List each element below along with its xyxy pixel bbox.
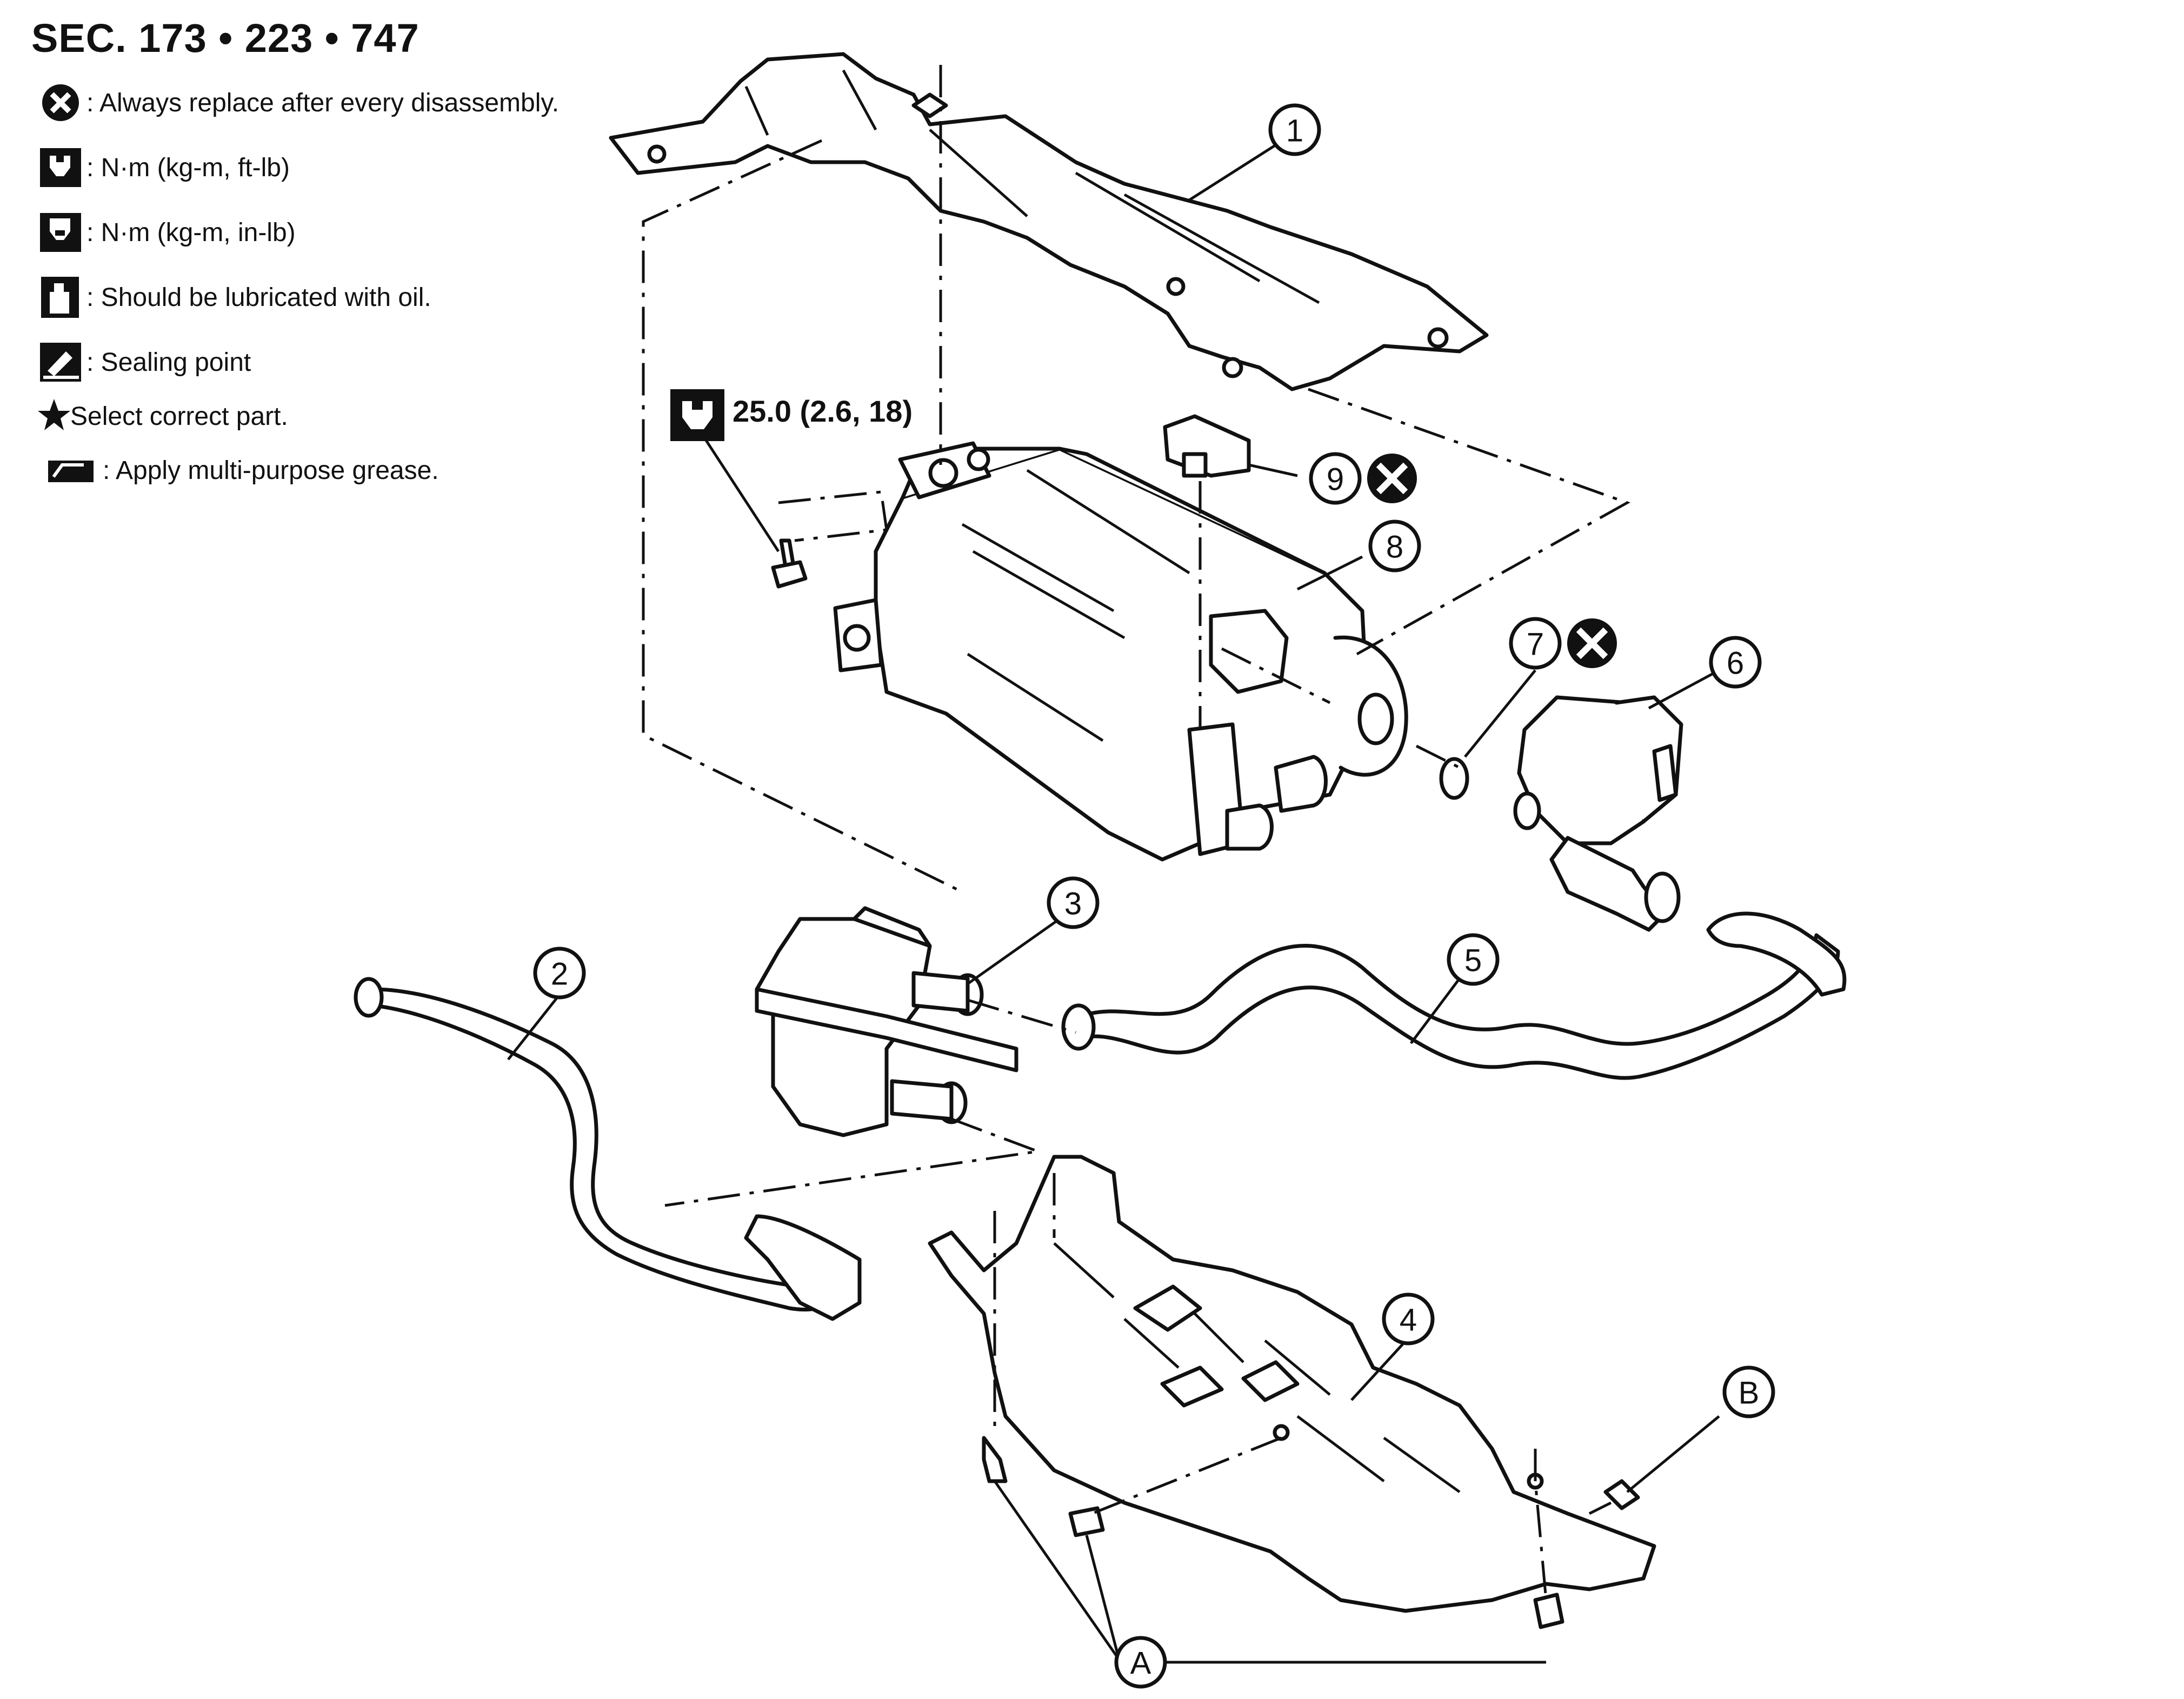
star-icon xyxy=(38,395,70,438)
canister-bolt xyxy=(771,538,808,589)
callout-5-label: 5 xyxy=(1464,943,1482,978)
callout-5: 5 xyxy=(1447,933,1500,986)
replace-marker-7 xyxy=(1567,618,1617,668)
legend-row-replace: : Always replace after every disassembly… xyxy=(38,81,559,124)
hose-part-2 xyxy=(354,977,862,1321)
callout-b-label: B xyxy=(1739,1376,1760,1411)
callout-3-label: 3 xyxy=(1064,887,1082,922)
callout-7: 7 xyxy=(1509,617,1562,670)
callout-2-label: 2 xyxy=(551,957,568,992)
callout-1: 1 xyxy=(1268,103,1321,156)
legend-row-torque-ft-lb: : N·m (kg-m, ft-lb) xyxy=(38,146,290,189)
sealing-point-icon xyxy=(38,341,86,384)
callout-9: 9 xyxy=(1309,452,1362,505)
callout-1-label: 1 xyxy=(1286,114,1303,149)
grease-icon xyxy=(38,449,103,492)
callout-9-label: 9 xyxy=(1327,462,1344,497)
bracket-part-1 xyxy=(609,52,1489,391)
shield-part-4 xyxy=(928,1155,1656,1613)
legend-text: Select correct part. xyxy=(70,402,288,431)
callout-8: 8 xyxy=(1368,519,1421,572)
hose-part-5 xyxy=(1061,911,1847,1080)
legend-row-select: Select correct part. xyxy=(38,395,288,438)
legend-row-grease: : Apply multi-purpose grease. xyxy=(38,449,439,492)
torque-spec-text: 25.0 (2.6, 18) xyxy=(733,394,913,428)
clip-a-middle xyxy=(1068,1506,1105,1537)
assembly-lines xyxy=(642,65,1631,1601)
legend-text: : Should be lubricated with oil. xyxy=(86,283,431,312)
callout-a: A xyxy=(1114,1636,1167,1689)
callout-6-label: 6 xyxy=(1727,646,1744,681)
legend-text: : Sealing point xyxy=(86,348,251,377)
clip-a-right xyxy=(1533,1593,1564,1629)
always-replace-icon xyxy=(38,81,86,124)
leader-lines xyxy=(507,142,1720,1664)
o-ring-part-7 xyxy=(1439,757,1469,800)
callout-6: 6 xyxy=(1709,636,1762,689)
filter-part-3 xyxy=(755,906,1018,1137)
sensor-part-9 xyxy=(1163,414,1251,478)
replace-marker-9 xyxy=(1367,454,1417,503)
legend-text: : N·m (kg-m, in-lb) xyxy=(86,218,296,247)
callout-2: 2 xyxy=(533,947,586,1000)
clip-b xyxy=(1603,1479,1640,1510)
callout-4-label: 4 xyxy=(1400,1303,1417,1338)
canister-part-8 xyxy=(833,441,1408,862)
torque-ft-lb-icon xyxy=(38,146,86,189)
oil-lubricate-icon xyxy=(38,276,86,319)
callout-3: 3 xyxy=(1047,876,1100,929)
legend-text: : N·m (kg-m, ft-lb) xyxy=(86,153,290,182)
torque-spec-callout: 25.0 (2.6, 18) xyxy=(670,389,913,441)
legend-row-torque-in-lb: : N·m (kg-m, in-lb) xyxy=(38,211,296,254)
callout-a-label: A xyxy=(1130,1646,1151,1681)
callout-4: 4 xyxy=(1382,1292,1435,1345)
valve-part-6 xyxy=(1513,695,1683,932)
legend-row-sealing: : Sealing point xyxy=(38,341,251,384)
callout-8-label: 8 xyxy=(1386,530,1403,565)
legend-text: : Always replace after every disassembly… xyxy=(86,88,560,117)
clip-a-left xyxy=(982,1436,1008,1483)
callout-b: B xyxy=(1722,1365,1775,1418)
legend-text: : Apply multi-purpose grease. xyxy=(103,456,439,485)
callout-7-label: 7 xyxy=(1527,627,1544,662)
legend-row-oil: : Should be lubricated with oil. xyxy=(38,276,431,319)
section-title: SEC. 173 • 223 • 747 xyxy=(31,16,420,61)
torque-in-lb-icon xyxy=(38,211,86,254)
